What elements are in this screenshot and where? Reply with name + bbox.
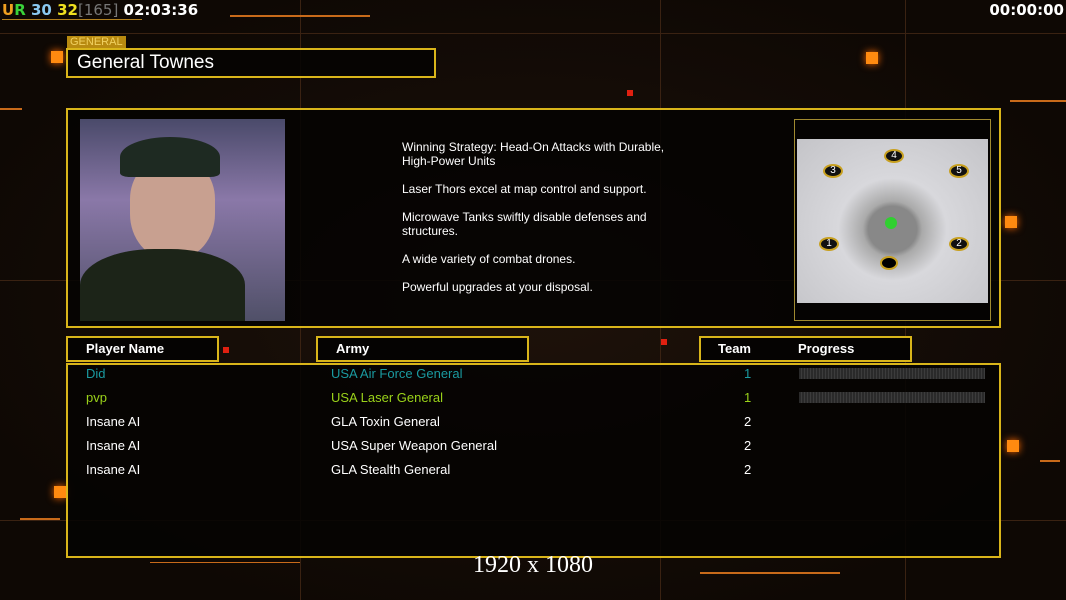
deco-square (661, 339, 667, 345)
map-preview: 3 4 5 1 2 (794, 119, 991, 321)
start-slot-3[interactable]: 3 (823, 164, 843, 178)
deco-square (1005, 216, 1017, 228)
deco-square (866, 52, 878, 64)
deco-square (54, 486, 66, 498)
general-info-panel: Winning Strategy: Head-On Attacks with D… (66, 108, 1001, 328)
player-team: 2 (744, 438, 752, 453)
hud-r: R (14, 1, 26, 19)
strategy-line: Powerful upgrades at your disposal. (402, 280, 593, 294)
deco-line (0, 108, 22, 110)
game-timer: 00:00:00 (989, 1, 1064, 19)
progress-bar (799, 392, 985, 403)
strategy-text: Winning Strategy: Head-On Attacks with D… (402, 140, 782, 308)
strategy-line: Winning Strategy: Head-On Attacks with D… (402, 140, 665, 168)
player-name: pvp (86, 390, 107, 405)
player-row[interactable]: Insane AI GLA Toxin General 2 (86, 414, 986, 432)
progress-bar (799, 368, 985, 379)
hud-u: U (2, 1, 15, 19)
deco-line (230, 15, 370, 17)
player-row[interactable]: Insane AI GLA Stealth General 2 (86, 462, 986, 480)
strategy-line: A wide variety of combat drones. (402, 252, 576, 266)
hud-underline (2, 19, 142, 20)
header-team-progress: Team Progress (699, 336, 912, 362)
start-slot-2[interactable]: 2 (949, 237, 969, 251)
player-army: USA Laser General (331, 390, 444, 405)
supply-icon (885, 217, 897, 229)
hud-fps: 30 (30, 1, 52, 19)
strategy-line: Laser Thors excel at map control and sup… (402, 182, 647, 196)
general-name: General Townes (66, 48, 436, 78)
start-slot-5[interactable]: 5 (949, 164, 969, 178)
player-name: Insane AI (86, 462, 141, 477)
player-army: USA Super Weapon General (331, 438, 497, 453)
player-row[interactable]: Did USA Air Force General 1 (86, 366, 986, 384)
deco-square (223, 347, 229, 353)
deco-square (627, 90, 633, 96)
start-slot-6[interactable] (880, 256, 898, 270)
player-row[interactable]: Insane AI USA Super Weapon General 2 (86, 438, 986, 456)
player-name: Did (86, 366, 106, 381)
hud-stats: UR 30 32[165] 02:03:36 (2, 1, 198, 19)
hud-value: 32 (57, 1, 78, 19)
deco-square (1007, 440, 1019, 452)
header-team[interactable]: Team (718, 341, 751, 356)
general-portrait (80, 119, 285, 321)
player-army: USA Air Force General (331, 366, 463, 381)
start-slot-1[interactable]: 1 (819, 237, 839, 251)
start-slot-4[interactable]: 4 (884, 149, 904, 163)
deco-line (700, 572, 840, 574)
deco-line (150, 562, 300, 563)
general-tag: GENERAL (67, 36, 126, 48)
header-army[interactable]: Army (316, 336, 529, 362)
hud-bracket: [165] (77, 1, 119, 19)
deco-line (1010, 100, 1066, 102)
player-army: GLA Toxin General (331, 414, 440, 429)
player-row[interactable]: pvp USA Laser General 1 (86, 390, 986, 408)
player-team: 2 (744, 462, 752, 477)
header-player-name[interactable]: Player Name (66, 336, 219, 362)
strategy-line: Microwave Tanks swiftly disable defenses… (402, 210, 647, 238)
player-team: 1 (744, 390, 752, 405)
grid-line (0, 33, 1066, 34)
deco-line (1040, 460, 1060, 462)
player-army: GLA Stealth General (331, 462, 451, 477)
player-team: 1 (744, 366, 752, 381)
player-team: 2 (744, 414, 752, 429)
header-progress[interactable]: Progress (798, 341, 855, 356)
resolution-label: 1920 x 1080 (473, 552, 593, 578)
player-name: Insane AI (86, 414, 141, 429)
hud-clock: 02:03:36 (123, 1, 199, 19)
player-name: Insane AI (86, 438, 141, 453)
deco-square (51, 51, 63, 63)
deco-line (20, 518, 60, 520)
